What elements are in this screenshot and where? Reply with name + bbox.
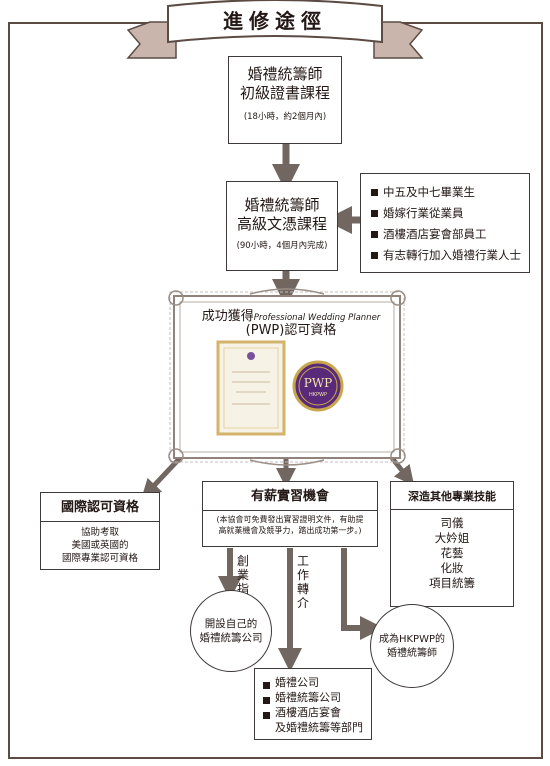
intl-title: 國際認可資格 <box>60 500 139 515</box>
pwp-seal <box>292 360 344 412</box>
skills-item: 化妝 <box>440 561 464 575</box>
hkpwp-line: 成為HKPWP的 <box>378 634 446 645</box>
skills-item: 大妗姐 <box>434 531 470 545</box>
eligibility-item: 婚嫁行業從業員 <box>369 203 525 224</box>
eligibility-item: 有志轉行加入婚禮行業人士 <box>369 245 525 266</box>
ornate-frame <box>168 288 406 466</box>
jobs-item: 婚禮統籌公司 <box>261 690 371 705</box>
skills-item: 項目統籌 <box>429 576 475 590</box>
internship-box: 有薪實習機會 (本協會可免費發出實習證明文件，有助提 高就業機會及競爭力，踏出成… <box>202 481 378 547</box>
hkpwp-line: 婚禮統籌師 <box>387 648 437 659</box>
jobs-box: 婚禮公司 婚禮統籌公司 酒樓酒店宴會 及婚禮統籌等部門 <box>254 668 372 740</box>
course1-line1: 婚禮統籌師 <box>247 65 323 83</box>
intl-line: 美國或英國的 <box>71 540 129 551</box>
pwp-seal-sub: HKPWP <box>308 392 327 398</box>
pwp-seal-text: PWP <box>303 376 333 390</box>
pwp-line2: (PWP)認可資格 <box>245 323 337 338</box>
jobs-item: 酒樓酒店宴會 <box>261 705 371 720</box>
arrow-pwp-intl <box>141 456 182 500</box>
pwp-heading: 成功獲得Professional Wedding Planner <box>196 305 386 325</box>
intl-line: 國際專業認可資格 <box>61 553 138 564</box>
jobs-list: 婚禮公司 婚禮統籌公司 酒樓酒店宴會 <box>261 675 371 720</box>
hkpwp-circle: 成為HKPWP的 婚禮統籌師 <box>370 604 454 688</box>
arrow-internship-hkpwp <box>341 548 384 640</box>
jobs-item: 婚禮公司 <box>261 675 371 690</box>
eligibility-box: 中五及中七畢業生 婚嫁行業從業員 酒樓酒店宴會部員工 有志轉行加入婚禮行業人士 <box>360 173 530 273</box>
pwp-line1-zh: 成功獲得 <box>201 309 254 324</box>
jobs-item-continued: 及婚禮統籌等部門 <box>275 721 363 734</box>
skills-item: 司儀 <box>440 516 464 530</box>
course2-line2: 高級文憑課程 <box>236 215 327 233</box>
own-company-line: 婚禮統籌公司 <box>199 632 263 644</box>
course1-box: 婚禮統籌師 初級證書課程 (18小時，約2個月內) <box>228 56 342 144</box>
pwp-line1-en: Professional Wedding Planner <box>253 313 381 323</box>
own-company-circle: 開設自己的 婚禮統籌公司 <box>190 590 272 672</box>
intl-line: 協助考取 <box>80 527 119 538</box>
certificate-image <box>216 340 286 436</box>
eligibility-list: 中五及中七畢業生 婚嫁行業從業員 酒樓酒店宴會部員工 有志轉行加入婚禮行業人士 <box>369 182 525 266</box>
skills-item: 花藝 <box>440 546 464 560</box>
internship-title: 有薪實習機會 <box>250 489 329 504</box>
eligibility-item: 酒樓酒店宴會部員工 <box>369 224 525 245</box>
skills-title: 深造其他專業技能 <box>408 490 496 503</box>
title-ribbon <box>126 0 424 59</box>
course1-line2: 初級證書課程 <box>239 84 330 102</box>
course2-line1: 婚禮統籌師 <box>244 196 320 214</box>
internship-line: 高就業機會及競爭力，踏出成功第一步。) <box>218 526 362 535</box>
own-company-line: 開設自己的 <box>204 618 258 630</box>
path-job-label: 工作轉介 <box>296 554 309 610</box>
course2-note: (90小時，4個月內完成) <box>236 241 328 251</box>
course2-box: 婚禮統籌師 高級文憑課程 (90小時，4個月內完成) <box>226 181 338 271</box>
page-title: 進修途徑 <box>223 9 327 33</box>
arrow-pwp-skills <box>390 456 415 486</box>
eligibility-item: 中五及中七畢業生 <box>369 182 525 203</box>
internship-line: (本協會可免費發出實習證明文件，有助提 <box>216 515 364 524</box>
intl-box: 國際認可資格 協助考取 美國或英國的 國際專業認可資格 <box>40 492 160 570</box>
course1-note: (18小時，約2個月內) <box>243 112 327 122</box>
skills-box: 深造其他專業技能 司儀 大妗姐 花藝 化妝 項目統籌 <box>390 481 514 607</box>
